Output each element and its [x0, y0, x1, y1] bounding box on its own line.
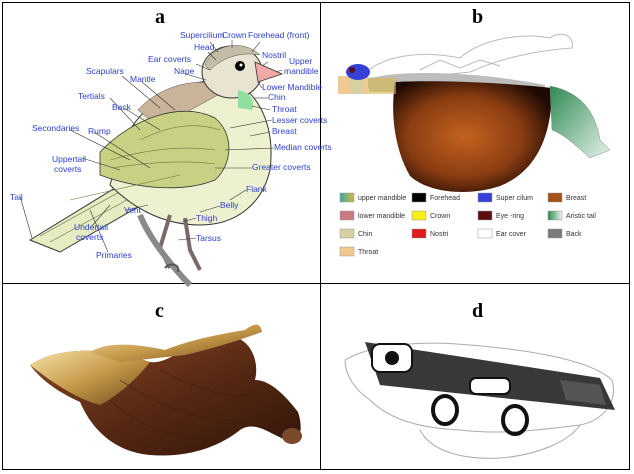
label-undertail-2: coverts: [76, 232, 103, 242]
legend-label: Nostri: [430, 231, 449, 238]
label-nostril: Nostril: [262, 50, 286, 60]
label-nape: Nape: [174, 66, 195, 76]
rendered-vessel: [30, 325, 302, 456]
legend-swatch: [478, 193, 492, 202]
label-throat: Throat: [272, 104, 297, 114]
label-lower-mandible: Lower Mandible: [262, 82, 322, 92]
legend-swatch: [412, 193, 426, 202]
legend-swatch: [548, 211, 562, 220]
legend-swatch: [548, 229, 562, 238]
legend-label: Aristic tail: [566, 213, 596, 220]
legend-label: Back: [566, 231, 582, 238]
label-rump: Rump: [88, 126, 111, 136]
legend-label: Forehead: [430, 195, 460, 202]
label-breast: Breast: [272, 126, 297, 136]
legend-label: Chin: [358, 231, 373, 238]
label-uppertail-2: coverts: [54, 164, 81, 174]
label-flank: Flank: [246, 184, 268, 194]
label-supercilium: Supercilium: [180, 30, 224, 40]
label-crown: Crown: [222, 30, 247, 40]
legend-swatch: [340, 193, 354, 202]
label-secondaries: Secondaries: [32, 123, 79, 133]
legend-swatch: [478, 211, 492, 220]
legend-label: lower mandible: [358, 213, 405, 220]
label-tail: Tail: [10, 192, 23, 202]
label-mandible: mandible: [284, 66, 319, 76]
label-undertail-1: Undertail: [74, 222, 108, 232]
label-greater-coverts: Greater coverts: [252, 162, 311, 172]
label-scapulars: Scapulars: [86, 66, 124, 76]
label-head: Head: [194, 42, 215, 52]
label-thigh: Thigh: [196, 213, 218, 223]
label-chin: Chin: [268, 92, 286, 102]
label-ear-coverts: Ear coverts: [148, 54, 191, 64]
label-upper: Upper: [289, 56, 312, 66]
legend-swatch: [412, 229, 426, 238]
label-back: Back: [112, 102, 132, 112]
label-tertials: Tertials: [78, 91, 105, 101]
legend-swatch: [340, 247, 354, 256]
legend-label: upper mandible: [358, 195, 406, 202]
colour-legend: upper mandible Forehead Super cilum Breast l…: [340, 193, 596, 256]
legend-swatch: [340, 229, 354, 238]
legend-swatch: [478, 229, 492, 238]
label-lesser-coverts: Lesser coverts: [272, 115, 327, 125]
label-mantle: Mantle: [130, 74, 156, 84]
legend-swatch: [548, 193, 562, 202]
label-tarsus: Tarsus: [196, 233, 221, 243]
label-primaries: Primaries: [96, 250, 132, 260]
legend-label: Super cilum: [496, 195, 533, 202]
legend-label: Eye -ring: [496, 213, 524, 220]
label-forehead: Forehead (front): [248, 30, 310, 40]
legend-label: Ear cover: [496, 231, 527, 238]
legend-swatch: [340, 211, 354, 220]
legend-label: Throat: [358, 249, 378, 256]
label-belly: Belly: [220, 200, 239, 210]
legend-swatch: [412, 211, 426, 220]
legend-label: Breast: [566, 195, 586, 202]
label-vent: Vent: [124, 205, 142, 215]
vessel-colour-map: [338, 34, 610, 192]
label-uppertail-1: Uppertail: [52, 154, 86, 164]
formline-drawing: [345, 342, 615, 458]
label-median-coverts: Median coverts: [274, 142, 332, 152]
legend-label: Crown: [430, 213, 450, 220]
